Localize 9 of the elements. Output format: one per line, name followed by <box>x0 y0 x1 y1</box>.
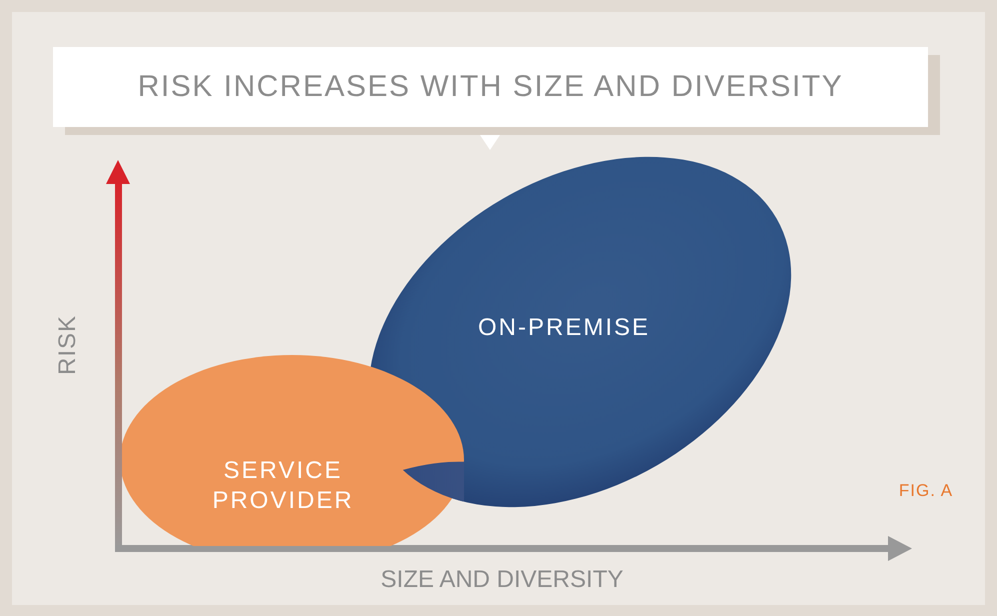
axis-label: SIZE AND DIVERSITY <box>380 566 624 594</box>
region-label: ON-PREMISE <box>478 314 650 342</box>
ellipse-region <box>122 355 464 546</box>
figure-label: FIG. A <box>898 481 954 501</box>
callout-heading: RISK INCREASES WITH SIZE AND DIVERSITY <box>138 70 844 104</box>
ellipse-region <box>368 157 790 508</box>
region-label: SERVICE PROVIDER <box>211 456 355 516</box>
axis-label: RISK <box>54 315 82 375</box>
callout-box <box>53 47 928 127</box>
